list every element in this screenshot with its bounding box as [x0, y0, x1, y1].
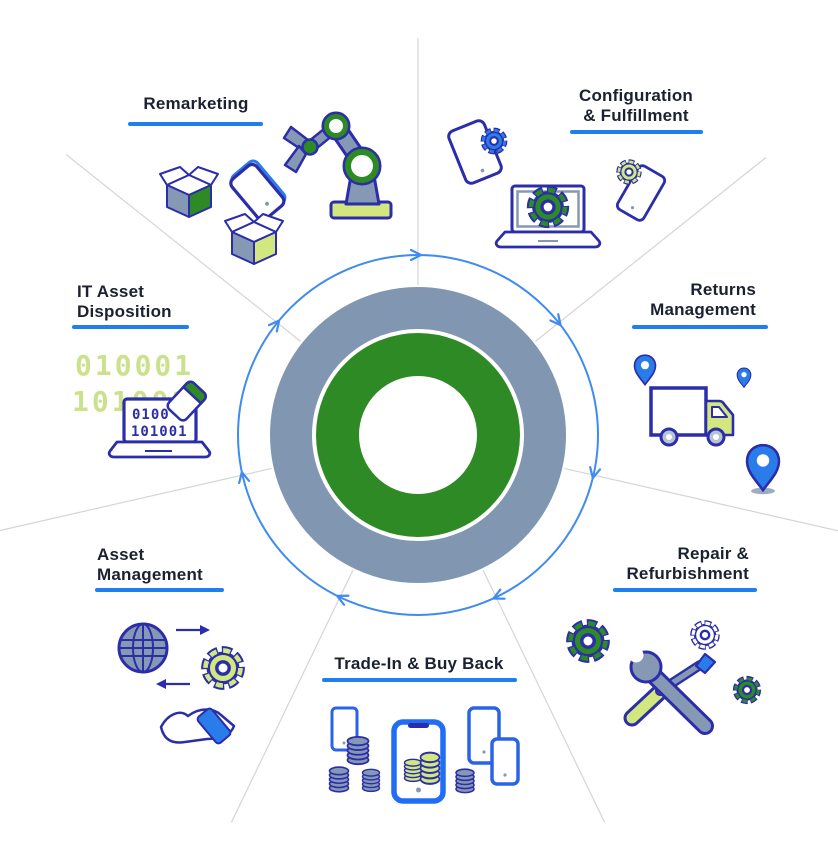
segment-label-trade-in-buy-back: Trade-In & Buy Back: [334, 654, 504, 673]
flow-arc: [237, 248, 602, 616]
open-box-icon: [224, 213, 284, 265]
inner-ring: [316, 333, 520, 537]
coin-stack-icon: [361, 768, 381, 793]
laptop-gear-icon: [494, 184, 602, 249]
coin-stack-icon: [328, 766, 350, 793]
gear-icon: [736, 679, 759, 702]
gear-icon: [570, 623, 605, 658]
phone-icon: [490, 737, 520, 786]
gear-icon: [483, 130, 504, 151]
arrow-left-icon: [156, 679, 190, 689]
map-pin-icon: [745, 443, 781, 492]
trade-in-buy-back-icons: [328, 706, 520, 804]
remarketing-icons: [159, 111, 393, 265]
repair-refurbishment-icons: [570, 623, 759, 735]
returns-management-icons: [633, 354, 781, 495]
tablet-icon: [229, 159, 287, 222]
segment-label-repair-refurbishment: Repair & Refurbishment: [626, 544, 749, 583]
gear-icon: [619, 162, 639, 182]
label-underline-it-asset-disposition: [72, 325, 189, 329]
coin-stack-icon: [346, 736, 370, 766]
segment-label-configuration-fulfillment: Configuration & Fulfillment: [578, 86, 694, 125]
arrow-right-icon: [176, 625, 210, 635]
binary-code-line1: 010001: [75, 349, 194, 382]
map-pin-icon: [736, 367, 752, 388]
gear-icon: [205, 650, 240, 685]
phone-coins-icon: [391, 719, 446, 804]
label-underline-repair-refurbishment: [613, 588, 757, 592]
wrench-icon: [628, 647, 714, 735]
screen-binary-line1: 0100: [132, 407, 170, 423]
it-asset-disposition-icons: 010001 101001 0100 101001: [72, 349, 212, 459]
hand-phone-icon: [159, 707, 236, 745]
outline-gear-icon: [693, 623, 717, 647]
label-underline-trade-in-buy-back: [322, 678, 517, 682]
open-box-icon: [159, 166, 219, 218]
segment-label-it-asset-disposition: IT Asset Disposition: [77, 282, 172, 321]
asset-management-icons: [117, 622, 241, 745]
label-underline-remarketing: [128, 122, 263, 126]
label-underline-configuration-fulfillment: [570, 130, 703, 134]
laptop-eraser-icon: 0100 101001: [107, 380, 212, 459]
center-ring: [270, 287, 566, 583]
coin-stack-icon: [455, 768, 475, 794]
robot-arm-icon: [282, 111, 393, 220]
screen-binary-line2: 101001: [131, 424, 188, 440]
phone-icon: [615, 164, 667, 222]
configuration-fulfillment-icons: [447, 119, 667, 249]
segment-label-remarketing: Remarketing: [143, 94, 249, 113]
segment-divider-lines: [0, 38, 838, 823]
clockwise-arrowheads: [238, 248, 602, 606]
map-pin-icon: [633, 354, 657, 386]
label-underline-returns-management: [632, 325, 768, 329]
segment-label-returns-management: Returns Management: [650, 280, 756, 319]
segment-label-asset-management: Asset Management: [97, 545, 203, 584]
globe-icon: [117, 622, 169, 674]
label-underline-asset-management: [95, 588, 224, 592]
outer-ring: [270, 287, 566, 583]
delivery-truck-icon: [649, 386, 735, 447]
eraser-icon: [166, 380, 207, 422]
